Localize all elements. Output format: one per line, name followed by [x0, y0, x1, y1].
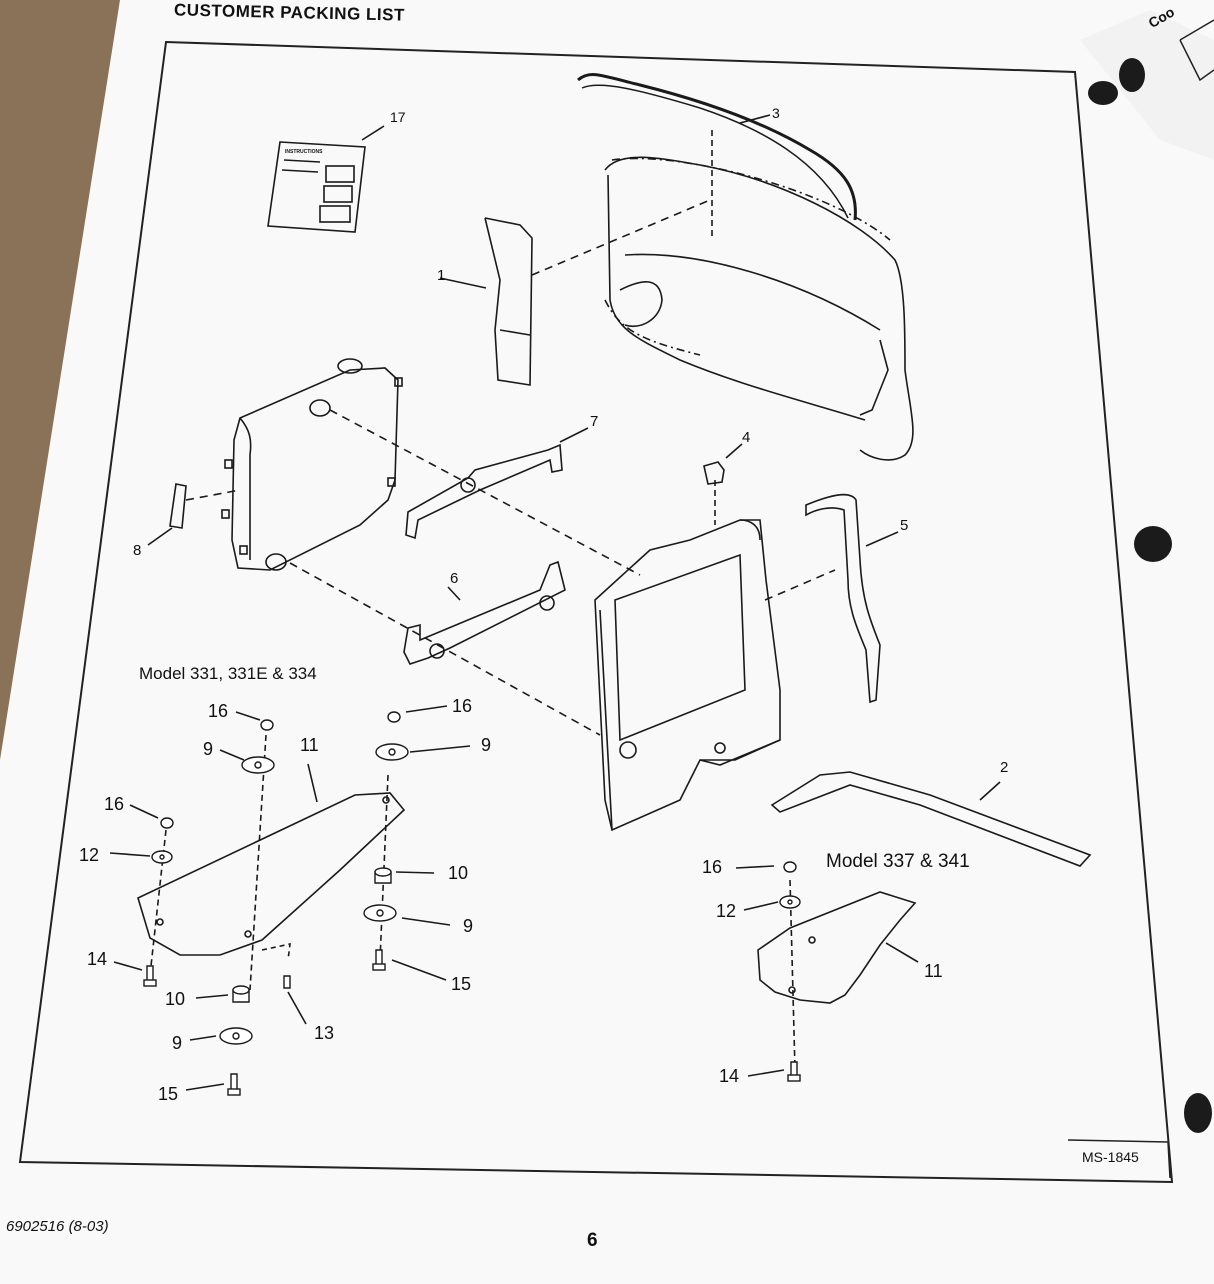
- callout-8: 8: [133, 542, 142, 559]
- mount-plate-right: [757, 891, 917, 1004]
- code-box: [1067, 1139, 1171, 1179]
- callout-16: 16: [208, 701, 229, 721]
- binder-hole: [1184, 1093, 1212, 1133]
- callout-6: 6: [450, 570, 459, 587]
- binder-hole: [1088, 81, 1118, 105]
- footer-part-number: 6902516 (8-03): [6, 1218, 109, 1235]
- callout-9: 9: [172, 1033, 183, 1053]
- callout-14: 14: [87, 949, 108, 969]
- radiator: [231, 367, 399, 571]
- instruction-sheet: [267, 141, 366, 233]
- callout-11: 11: [924, 961, 943, 981]
- model-label-right: Model 337 & 341: [826, 851, 970, 872]
- drawing-frame: [18, 40, 1174, 1184]
- binder-hole: [1134, 526, 1172, 562]
- callout-1: 1: [437, 267, 446, 284]
- callout-12: 12: [79, 845, 100, 865]
- callout-16: 16: [104, 794, 125, 814]
- callout-9: 9: [481, 735, 492, 755]
- page-number: 6: [587, 1230, 598, 1251]
- callout-10: 10: [448, 863, 469, 883]
- callout-16: 16: [702, 857, 723, 877]
- drawing-code: MS-1845: [1082, 1149, 1139, 1165]
- callout-13: 13: [314, 1023, 335, 1043]
- callout-16: 16: [452, 696, 473, 716]
- instructions-sheet-label: INSTRUCTIONS: [285, 149, 323, 155]
- callout-15: 15: [451, 974, 472, 994]
- callout-4: 4: [742, 429, 751, 446]
- callout-14: 14: [719, 1066, 740, 1086]
- callout-2: 2: [1000, 759, 1009, 776]
- callout-9: 9: [203, 739, 214, 759]
- callout-5: 5: [900, 517, 909, 534]
- callout-15: 15: [158, 1084, 179, 1104]
- model-label-left: Model 331, 331E & 334: [139, 664, 317, 683]
- mount-plate-left: [137, 792, 406, 956]
- callout-7: 7: [590, 413, 599, 430]
- callout-12: 12: [716, 901, 737, 921]
- callout-17: 17: [390, 109, 406, 125]
- callout-10: 10: [165, 989, 186, 1009]
- callout-9: 9: [463, 916, 474, 936]
- binder-hole: [1119, 58, 1145, 92]
- callout-11: 11: [300, 735, 319, 755]
- callout-3: 3: [772, 105, 780, 121]
